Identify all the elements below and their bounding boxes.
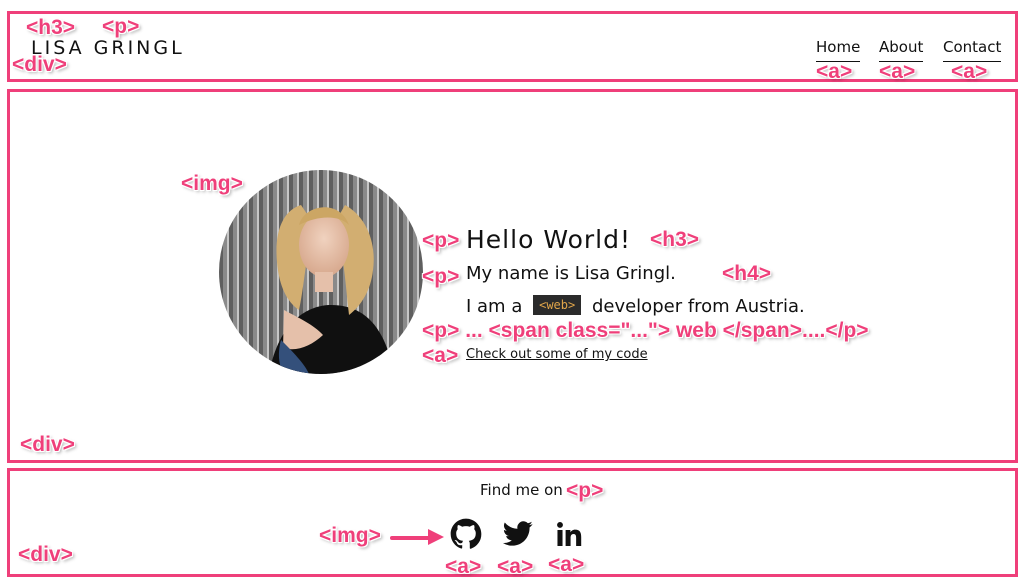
annotation-div-header: <div> xyxy=(12,53,67,76)
annotation-p-intro: <p> xyxy=(422,265,460,288)
annotation-img-social: <img> xyxy=(319,524,381,547)
annotation-p-span: <p> ... <span class="..."> web </span>..… xyxy=(422,319,869,342)
header-box xyxy=(7,11,1018,82)
linkedin-icon[interactable] xyxy=(554,518,586,550)
annotation-img-photo: <img> xyxy=(181,172,243,195)
nav-contact[interactable]: Contact xyxy=(943,38,1002,62)
annotation-h3-hello: <h3> xyxy=(650,228,700,251)
hero-intro: My name is Lisa Gringl. xyxy=(466,263,676,284)
annotation-a-github: <a> xyxy=(445,555,482,578)
twitter-icon[interactable] xyxy=(502,518,534,550)
hero-box xyxy=(7,89,1018,463)
annotation-div-footer: <div> xyxy=(18,543,73,566)
github-icon[interactable] xyxy=(450,518,482,550)
annotation-h3-header: <h3> xyxy=(26,16,76,39)
hero-role-line: I am a <web> developer from Austria. xyxy=(466,295,805,317)
profile-photo xyxy=(219,170,423,374)
code-link[interactable]: Check out some of my code xyxy=(466,347,648,362)
annotation-arrow-icon xyxy=(390,529,444,545)
annotation-a-linkedin: <a> xyxy=(548,553,585,576)
annotation-p-footer: <p> xyxy=(566,479,604,502)
role-suffix: developer from Austria. xyxy=(591,296,805,317)
nav-home[interactable]: Home xyxy=(816,38,861,62)
role-code-chip: <web> xyxy=(533,295,582,315)
annotation-p-hello: <p> xyxy=(422,229,460,252)
annotation-a-about: <a> xyxy=(879,60,916,83)
annotation-a-code: <a> xyxy=(422,344,459,367)
footer-box xyxy=(7,468,1018,577)
annotation-a-contact: <a> xyxy=(951,60,988,83)
nav-about[interactable]: About xyxy=(879,38,924,62)
annotation-div-hero: <div> xyxy=(20,433,75,456)
annotation-p-header: <p> xyxy=(102,15,140,38)
annotation-a-home: <a> xyxy=(816,60,853,83)
hero-greeting: Hello World! xyxy=(466,225,631,254)
annotation-a-twitter: <a> xyxy=(497,555,534,578)
role-prefix: I am a xyxy=(466,296,523,317)
brand-title: LISA GRINGL xyxy=(31,37,185,59)
annotation-h4-intro: <h4> xyxy=(722,262,772,285)
find-me-text: Find me on xyxy=(480,481,563,499)
